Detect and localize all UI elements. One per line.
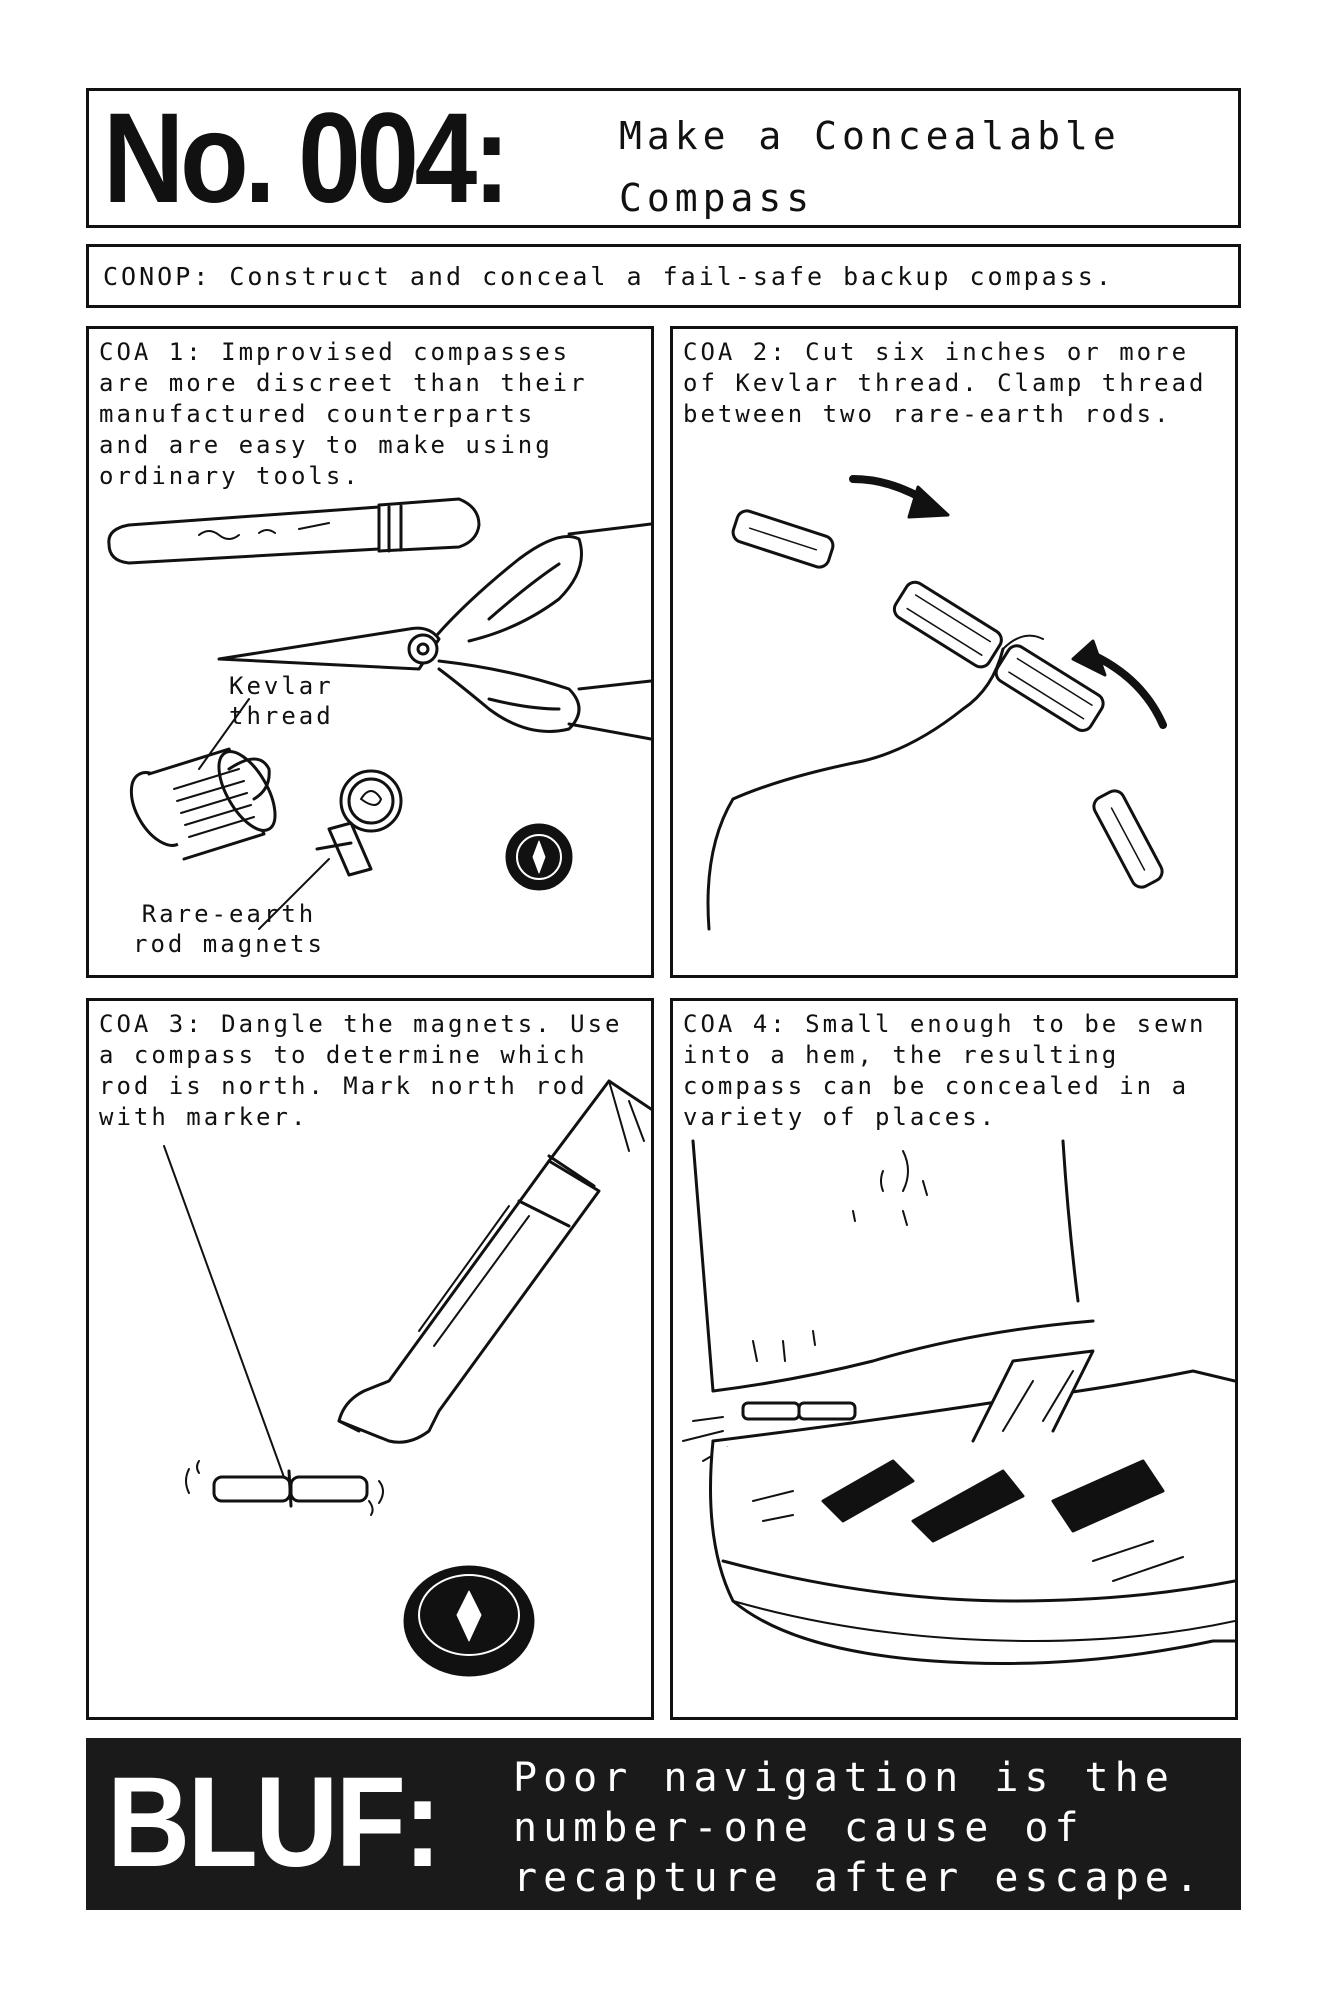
arrow-icon	[849, 475, 950, 519]
caption-line: compass can be concealed in a	[683, 1072, 1190, 1100]
entry-number: No. 004:	[103, 87, 510, 230]
page-title-line: Make a Concealable	[619, 114, 1121, 158]
caption-line: ordinary tools.	[99, 462, 361, 490]
rod-magnet-icon	[731, 509, 835, 569]
scissors-icon	[217, 522, 651, 741]
page-title: Make a Concealable Compass	[619, 105, 1121, 229]
caption-line: COA 4: Small enough to be sewn	[683, 1010, 1207, 1038]
caption-line: COA 3: Dangle the magnets. Use	[99, 1010, 623, 1038]
bluf-text: Poor navigation is the number-one cause …	[513, 1753, 1205, 1903]
shoe-icon	[709, 1349, 1235, 1665]
rod-magnet-icon	[1092, 789, 1164, 889]
marker-icon	[337, 1079, 651, 1444]
caption-line: into a hem, the resulting	[683, 1041, 1120, 1069]
hem-illustration	[682, 1139, 1235, 1665]
panel-coa-2: COA 2: Cut six inches or more of Kevlar …	[670, 326, 1238, 978]
caption-line: between two rare-earth rods.	[683, 400, 1172, 428]
clamp-illustration	[706, 475, 1167, 931]
kevlar-thread-line	[706, 647, 1005, 931]
caption-line: of Kevlar thread. Clamp thread	[683, 369, 1207, 397]
caption-line: COA 1: Improvised compasses	[99, 338, 571, 366]
panel-coa-1: COA 1: Improvised compasses are more dis…	[86, 326, 654, 978]
rod-magnet-icon	[185, 1460, 384, 1516]
panel-coa-3: COA 3: Dangle the magnets. Use a compass…	[86, 998, 654, 1720]
clamped-magnets-icon	[892, 580, 1105, 732]
panel-caption: COA 3: Dangle the magnets. Use a compass…	[99, 1009, 643, 1133]
caption-line: COA 2: Cut six inches or more	[683, 338, 1190, 366]
conop-text: CONOP: Construct and conceal a fail-safe…	[103, 262, 1114, 291]
caption-line: and are easy to make using	[99, 431, 553, 459]
caption-line: rod is north. Mark north rod	[99, 1072, 588, 1100]
bluf-label: BLUF:	[107, 1751, 442, 1894]
pant-leg-icon	[691, 1139, 1095, 1393]
compass-icon	[505, 823, 573, 891]
rod-magnets-label: Rare-earth rod magnets	[133, 900, 325, 958]
rod-magnet-icon	[682, 1401, 857, 1462]
panel-caption: COA 1: Improvised compasses are more dis…	[99, 337, 643, 492]
arrow-icon	[1071, 639, 1167, 729]
title-banner: No. 004: Make a Concealable Compass	[86, 88, 1241, 228]
bluf-banner: BLUF: Poor navigation is the number-one …	[86, 1738, 1241, 1910]
rod-magnet-icon	[258, 821, 373, 930]
caption-line: variety of places.	[683, 1103, 998, 1131]
caption-line: are more discreet than their	[99, 369, 588, 397]
caption-line: manufactured counterparts	[99, 400, 536, 428]
caption-line: with marker.	[99, 1103, 309, 1131]
bluf-text-line: number-one cause of	[513, 1805, 1085, 1851]
bluf-text-line: Poor navigation is the	[513, 1755, 1175, 1801]
coin-icon	[339, 769, 403, 833]
tools-illustration	[107, 497, 651, 930]
kevlar-thread-label: Kevlar thread	[229, 672, 334, 730]
panel-caption: COA 4: Small enough to be sewn into a he…	[683, 1009, 1227, 1133]
compass-icon	[403, 1565, 535, 1677]
panel-coa-4: COA 4: Small enough to be sewn into a he…	[670, 998, 1238, 1720]
thread-spool-icon	[129, 698, 277, 861]
dangle-illustration	[163, 1079, 651, 1677]
page-title-line: Compass	[619, 176, 815, 220]
caption-line: a compass to determine which	[99, 1041, 588, 1069]
conop-banner: CONOP: Construct and conceal a fail-safe…	[86, 244, 1241, 308]
panel-caption: COA 2: Cut six inches or more of Kevlar …	[683, 337, 1227, 430]
thread-line	[163, 1145, 290, 1492]
bluf-text-line: recapture after escape.	[513, 1855, 1205, 1901]
marker-icon	[107, 497, 481, 565]
